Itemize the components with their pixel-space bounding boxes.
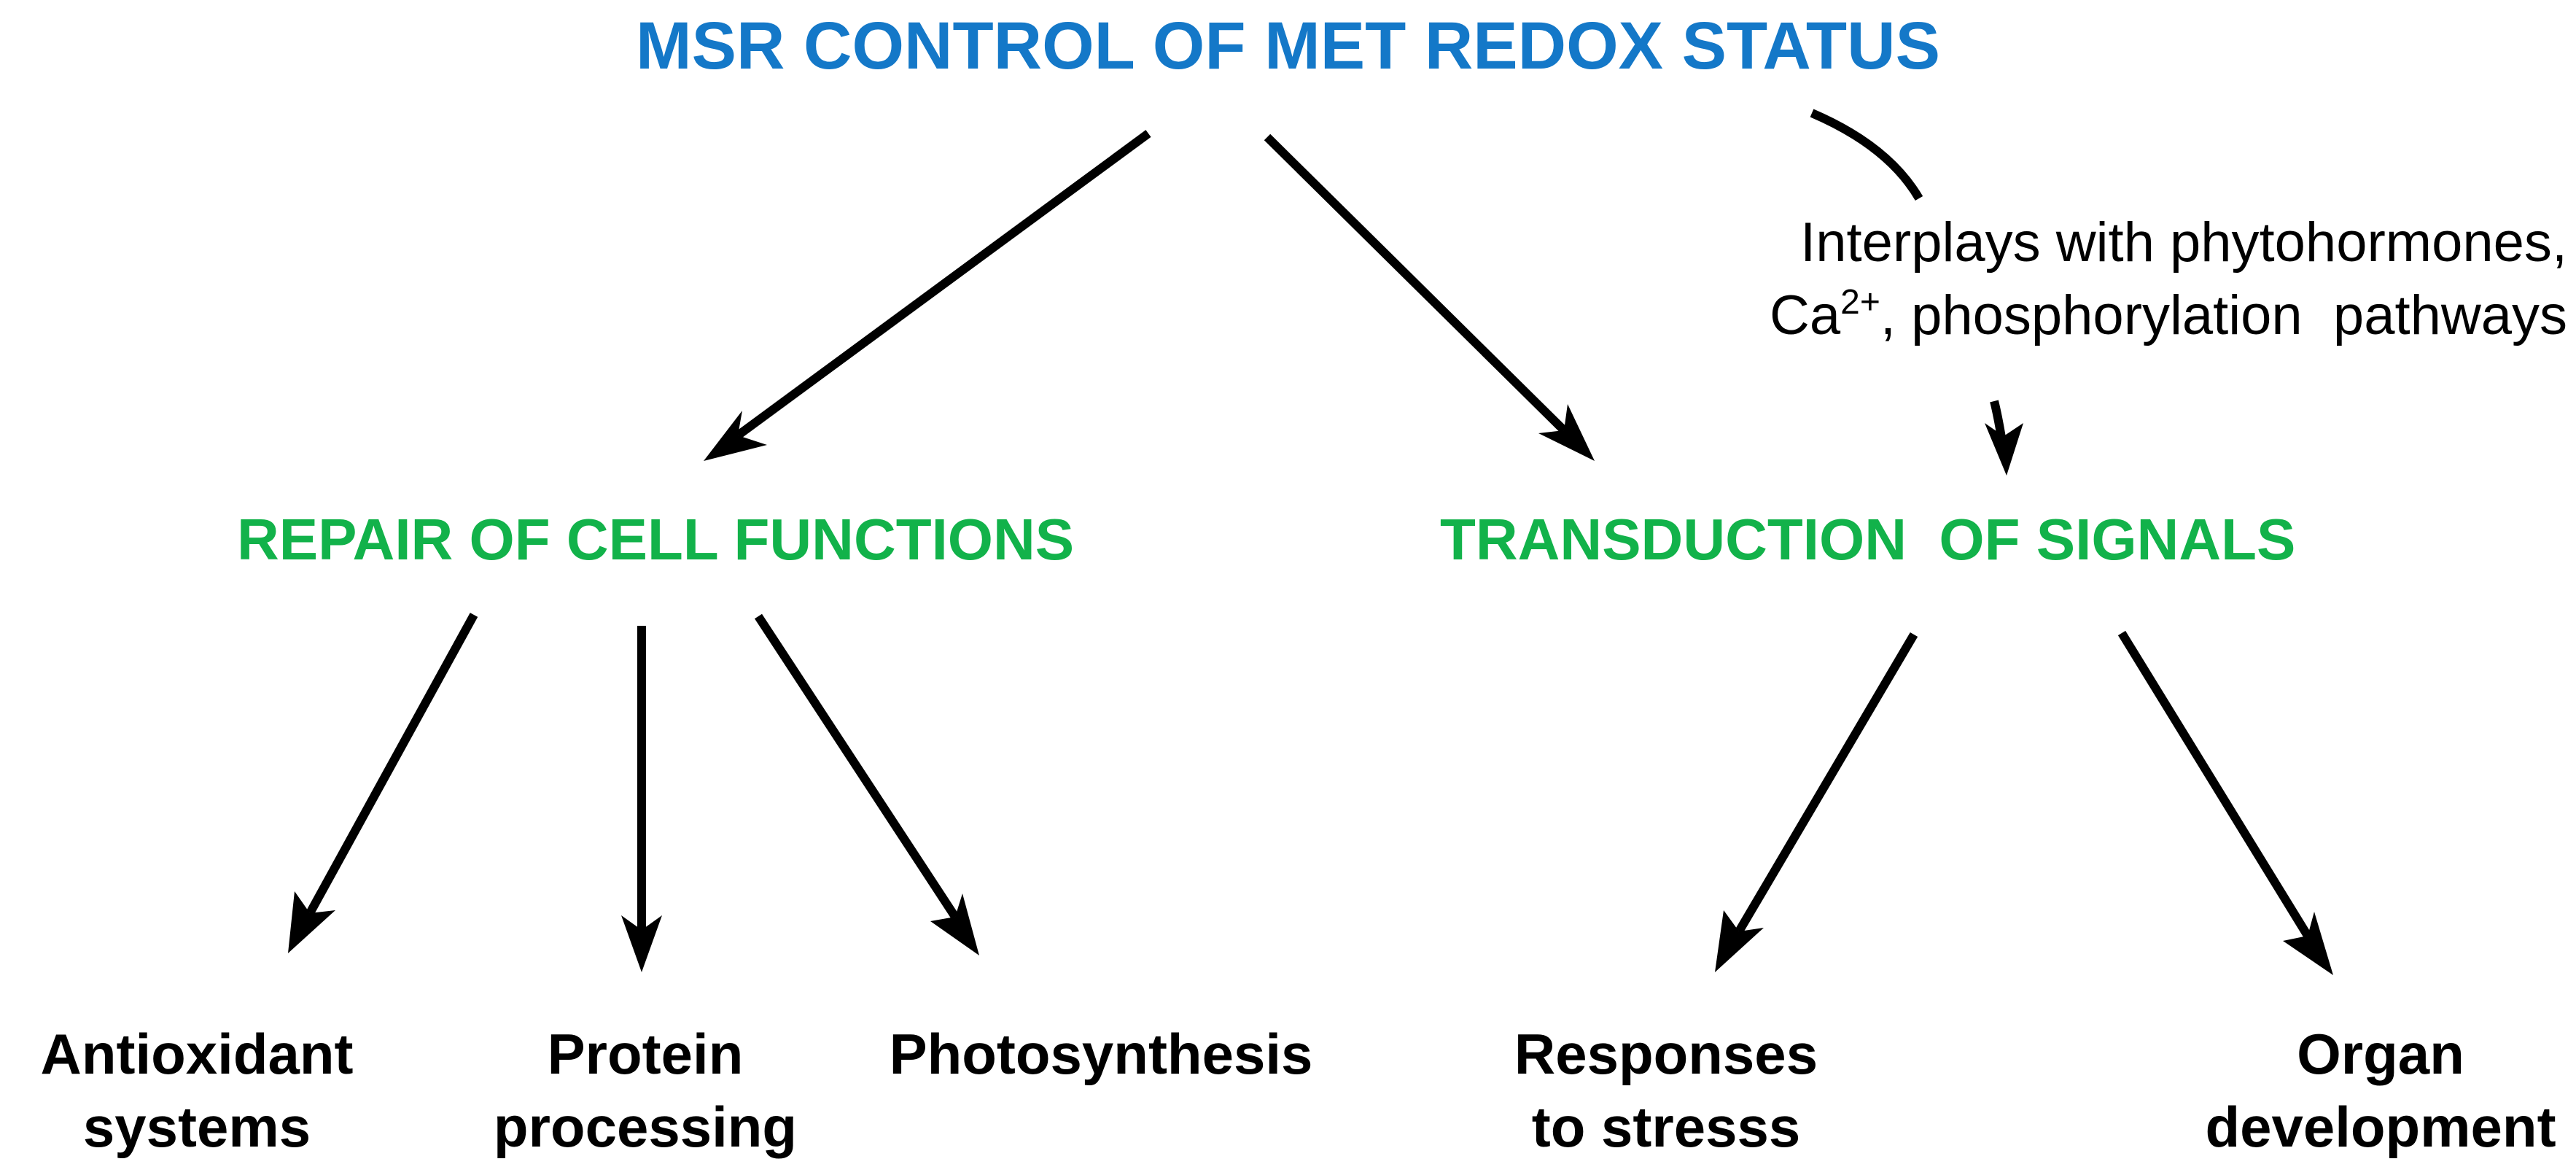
branch-transduction-of-signals: TRANSDUCTION OF SIGNALS: [1440, 507, 2296, 572]
leaf-stress-line2: to stresss: [1531, 1095, 1801, 1159]
leaf-organ-line2: development: [2205, 1095, 2556, 1159]
arrow-title-to-repair: [704, 130, 1151, 461]
arrow-repair-to-photosynthesis: [754, 613, 979, 955]
interplay-note-line2: Ca2+, phosphorylation pathways: [1770, 281, 2567, 351]
interplay-ca-charge: 2+: [1840, 283, 1880, 322]
interplay-note-line1: Interplays with phytohormones,: [1800, 212, 2567, 274]
interplay-ca-text: Ca: [1769, 284, 1841, 346]
diagram-title: MSR CONTROL OF MET REDOX STATUS: [636, 9, 1940, 83]
arrow-interplay-curve: [1810, 109, 2023, 476]
leaf-antioxidant-line1: Antioxidant: [40, 1022, 354, 1086]
arrow-repair-to-protein: [621, 626, 662, 972]
leaf-antioxidant-systems: Antioxidant systems: [7, 1017, 386, 1163]
leaf-organ-line1: Organ: [2297, 1022, 2464, 1086]
interplay-pathways-text: , phosphorylation pathways: [1880, 284, 2567, 346]
leaf-stress-line1: Responses: [1514, 1022, 1818, 1086]
leaf-photosynthesis-line1: Photosynthesis: [889, 1022, 1313, 1086]
leaf-antioxidant-line2: systems: [82, 1095, 311, 1159]
leaf-photosynthesis: Photosynthesis: [846, 1017, 1356, 1090]
arrow-title-to-transduction: [1264, 133, 1595, 461]
arrow-transduction-to-organ: [2117, 630, 2333, 975]
leaf-protein-line2: processing: [493, 1095, 798, 1159]
leaf-protein-line1: Protein: [547, 1022, 744, 1086]
arrow-repair-to-antioxidant: [288, 613, 478, 953]
leaf-responses-to-stress: Responses to stresss: [1473, 1017, 1859, 1163]
arrow-transduction-to-stress: [1715, 632, 1918, 972]
branch-repair-of-cell-functions: REPAIR OF CELL FUNCTIONS: [237, 507, 1075, 572]
leaf-organ-development: Organ development: [2187, 1017, 2574, 1163]
leaf-protein-processing: Protein processing: [481, 1017, 809, 1163]
